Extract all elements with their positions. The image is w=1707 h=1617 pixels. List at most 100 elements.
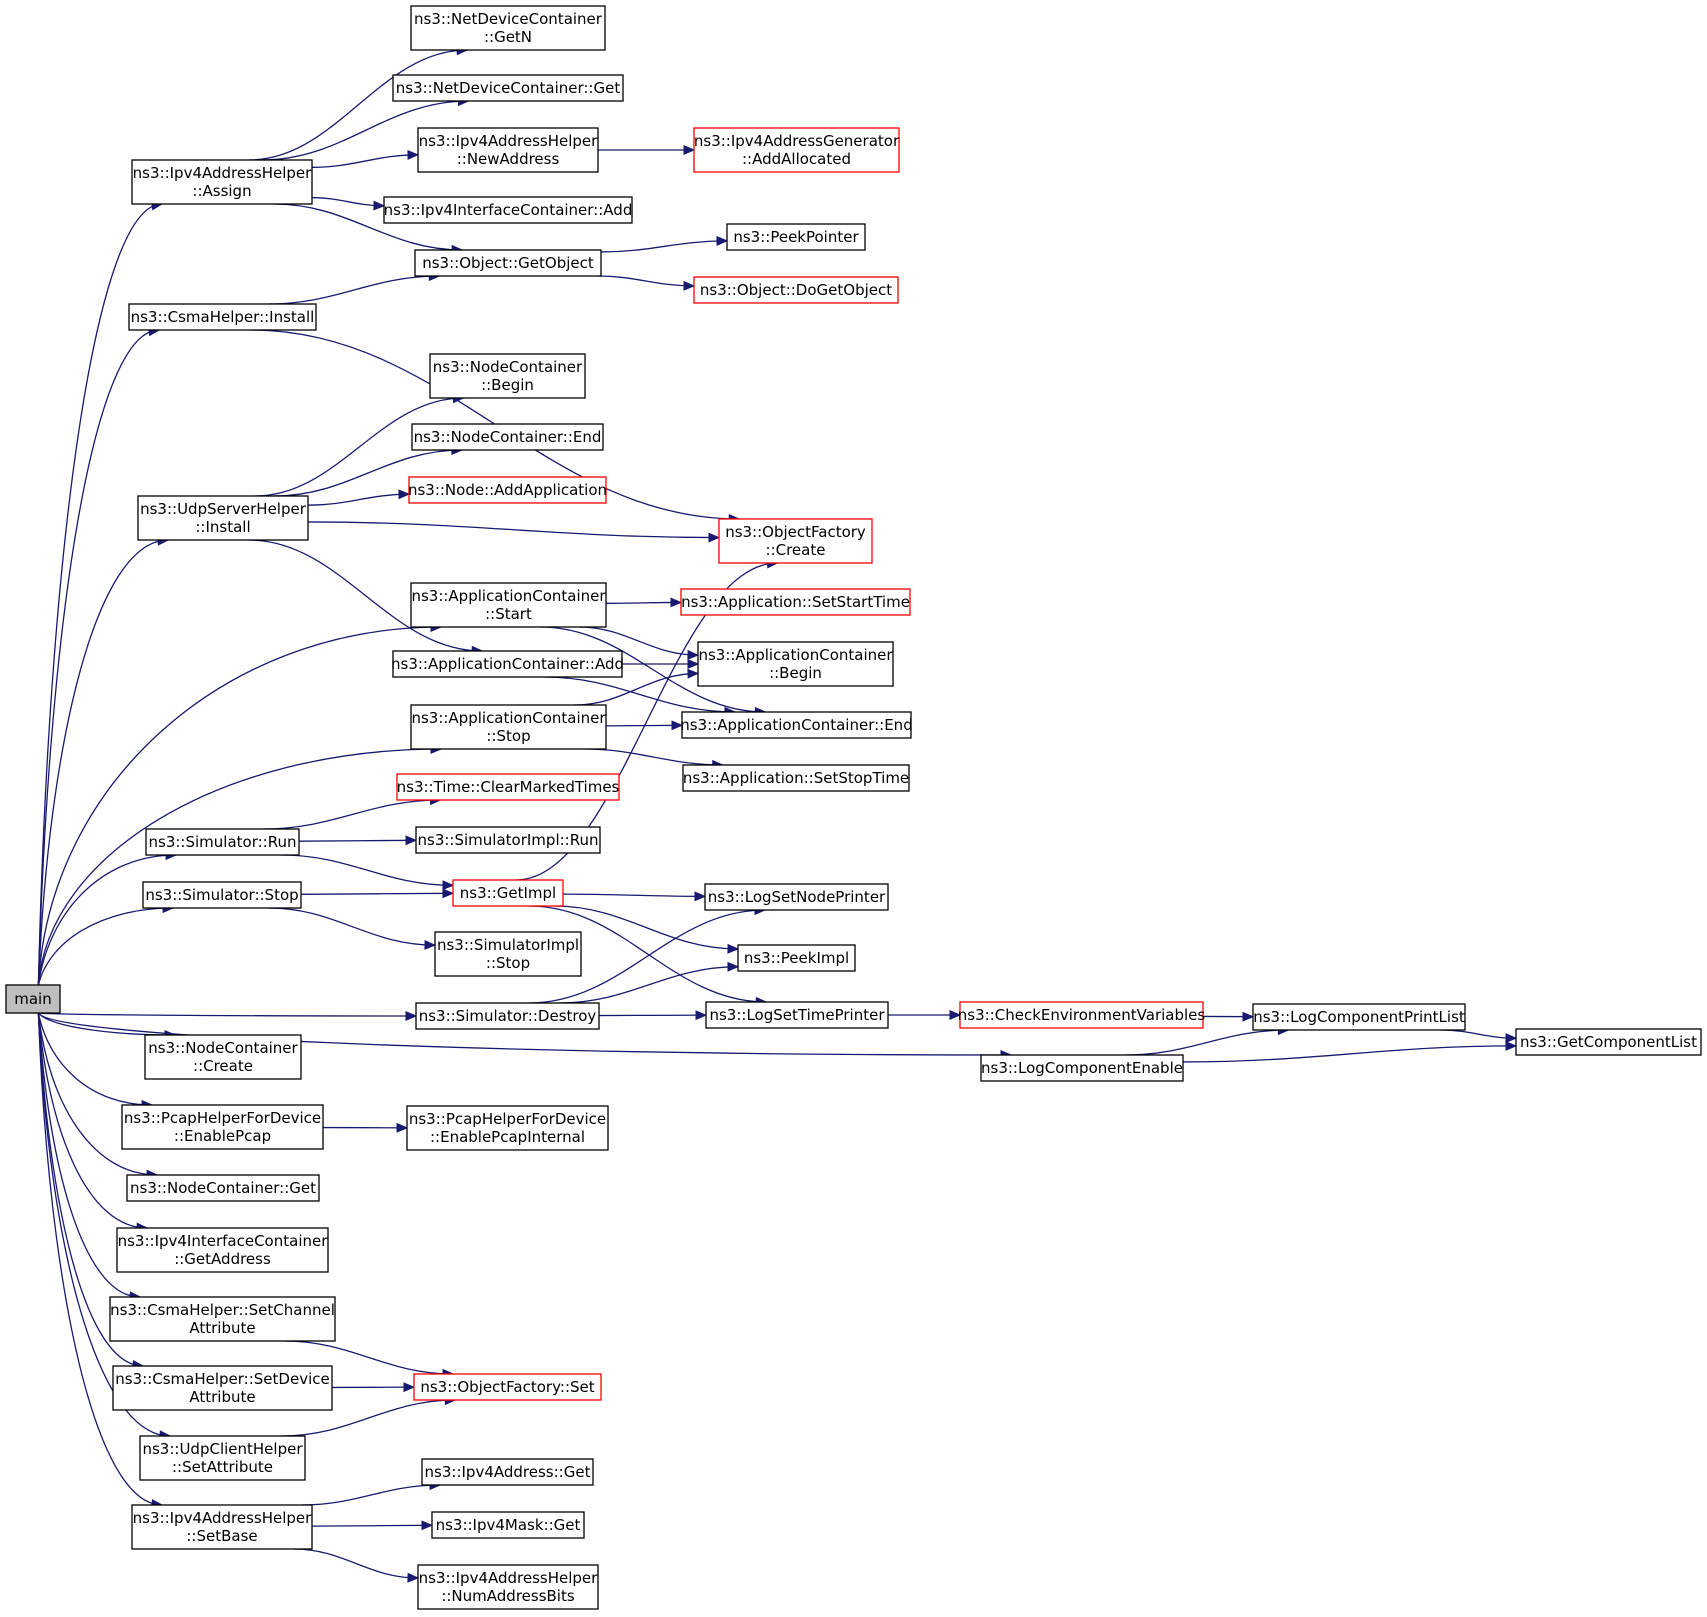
arrowhead-object_dogetobject bbox=[683, 280, 696, 291]
node-csmahelper_install[interactable]: ns3::CsmaHelper::Install bbox=[128, 303, 317, 331]
node-box bbox=[408, 476, 607, 504]
node-label: ns3::Object::DoGetObject bbox=[700, 281, 892, 299]
node-label: ns3::CsmaHelper::SetDevice bbox=[115, 1370, 329, 1388]
nodes-layer: main ns3::Ipv4AddressHelper::Assignns3::C… bbox=[5, 5, 1702, 1610]
node-simulatorimpl_run[interactable]: ns3::SimulatorImpl::Run bbox=[415, 826, 601, 854]
node-box bbox=[681, 711, 912, 739]
node-label: ::NumAddressBits bbox=[441, 1587, 575, 1605]
node-ipv4addrgenerator_addallocated[interactable]: ns3::Ipv4AddressGenerator::AddAllocated bbox=[693, 127, 900, 173]
node-ipv4address_get[interactable]: ns3::Ipv4Address::Get bbox=[421, 1458, 594, 1486]
node-box bbox=[109, 1296, 336, 1342]
node-application_setstarttime[interactable]: ns3::Application::SetStartTime bbox=[680, 588, 911, 616]
node-label: ns3::Ipv4InterfaceContainer bbox=[118, 1232, 329, 1250]
node-time_clearmarkedtimes[interactable]: ns3::Time::ClearMarkedTimes bbox=[396, 773, 620, 801]
node-netdevcontainer_getn[interactable]: ns3::NetDeviceContainer::GetN bbox=[410, 5, 606, 51]
node-label: ::Install bbox=[195, 518, 250, 536]
node-label: ns3::ApplicationContainer::Add bbox=[391, 655, 624, 673]
node-pcaphelper_enablepcap[interactable]: ns3::PcapHelperForDevice::EnablePcap bbox=[121, 1104, 324, 1150]
node-ipv4addrhelper_setbase[interactable]: ns3::Ipv4AddressHelper::SetBase bbox=[131, 1504, 313, 1550]
call-edge-main-to-pcaphelper_enablepcap bbox=[37, 1012, 153, 1106]
node-ipv4ifcontainer_getaddress[interactable]: ns3::Ipv4InterfaceContainer::GetAddress bbox=[116, 1227, 329, 1273]
node-getcomponentlist[interactable]: ns3::GetComponentList bbox=[1515, 1028, 1702, 1056]
node-appcontainer_begin[interactable]: ns3::ApplicationContainer::Begin bbox=[697, 641, 894, 687]
node-appcontainer_start[interactable]: ns3::ApplicationContainer::Start bbox=[410, 582, 607, 628]
node-box bbox=[434, 931, 582, 977]
node-label: ns3::NodeContainer::Get bbox=[130, 1179, 316, 1197]
node-label: ns3::Time::ClearMarkedTimes bbox=[397, 778, 620, 796]
node-label: ns3::Ipv4InterfaceContainer::Add bbox=[384, 201, 633, 219]
node-simulator_destroy[interactable]: ns3::Simulator::Destroy bbox=[415, 1002, 600, 1030]
node-label: ::GetN bbox=[484, 28, 532, 46]
node-appcontainer_add[interactable]: ns3::ApplicationContainer::Add bbox=[391, 650, 624, 678]
arrowhead-peekpointer bbox=[716, 236, 729, 246]
call-edge-getimpl-to-logsetnodeprinter bbox=[562, 893, 706, 898]
node-nodecontainer_end[interactable]: ns3::NodeContainer::End bbox=[411, 423, 604, 451]
node-logcomponentenable[interactable]: ns3::LogComponentEnable bbox=[980, 1054, 1184, 1082]
node-box bbox=[415, 1002, 600, 1030]
node-udpclienthelper_setattr[interactable]: ns3::UdpClientHelper::SetAttribute bbox=[139, 1435, 306, 1481]
node-node_addapplication[interactable]: ns3::Node::AddApplication bbox=[408, 476, 607, 504]
call-edge-main-to-appcontainer_stop bbox=[37, 748, 442, 986]
node-box bbox=[126, 1174, 320, 1202]
node-objectfactory_create[interactable]: ns3::ObjectFactory::Create bbox=[718, 518, 873, 564]
node-nodecontainer_get[interactable]: ns3::NodeContainer::Get bbox=[126, 1174, 320, 1202]
call-edge-simulator_stop-to-simulatorimpl_stop bbox=[268, 907, 436, 946]
node-box bbox=[414, 249, 602, 277]
node-application_setstoptime[interactable]: ns3::Application::SetStopTime bbox=[682, 764, 910, 792]
call-edge-csmahelper_setchannelattr-to-objectfactory_set bbox=[284, 1340, 454, 1375]
node-box bbox=[726, 223, 866, 251]
node-object_dogetobject[interactable]: ns3::Object::DoGetObject bbox=[693, 276, 899, 304]
node-label: ::AddAllocated bbox=[742, 150, 851, 168]
node-label: ::Begin bbox=[481, 376, 534, 394]
node-logsetnodeprinter[interactable]: ns3::LogSetNodePrinter bbox=[704, 883, 889, 911]
node-appcontainer_end[interactable]: ns3::ApplicationContainer::End bbox=[680, 711, 913, 739]
node-label: ns3::NetDeviceContainer bbox=[414, 10, 603, 28]
node-checkenvironmentvariables[interactable]: ns3::CheckEnvironmentVariables bbox=[958, 1001, 1206, 1029]
call-edge-simulator_destroy-to-peekimpl bbox=[559, 966, 739, 1004]
node-ipv4addrhelper_assign[interactable]: ns3::Ipv4AddressHelper::Assign bbox=[131, 159, 313, 205]
node-pcaphelper_enablepcapinternal[interactable]: ns3::PcapHelperForDevice::EnablePcapInte… bbox=[406, 1105, 609, 1151]
node-simulator_run[interactable]: ns3::Simulator::Run bbox=[145, 828, 300, 856]
call-edge-appcontainer_start-to-application_setstarttime bbox=[605, 601, 682, 604]
node-box bbox=[705, 1001, 889, 1029]
node-nodecontainer_create[interactable]: ns3::NodeContainer::Create bbox=[144, 1034, 302, 1080]
node-box bbox=[415, 826, 601, 854]
node-label: ns3::Ipv4Address::Get bbox=[425, 1463, 591, 1481]
node-ipv4mask_get[interactable]: ns3::Ipv4Mask::Get bbox=[431, 1511, 585, 1539]
node-peekpointer[interactable]: ns3::PeekPointer bbox=[726, 223, 866, 251]
node-label: ns3::LogSetNodePrinter bbox=[708, 888, 886, 906]
node-box bbox=[704, 883, 889, 911]
node-netdevcontainer_get[interactable]: ns3::NetDeviceContainer::Get bbox=[392, 74, 624, 102]
call-edge-udpserverhelper_install-to-nodecontainer_end bbox=[274, 449, 462, 497]
node-label: ns3::NodeContainer bbox=[148, 1039, 298, 1057]
node-objectfactory_set[interactable]: ns3::ObjectFactory::Set bbox=[413, 1373, 602, 1401]
node-logcomponentprintlist[interactable]: ns3::LogComponentPrintList bbox=[1252, 1003, 1466, 1031]
node-logsettimeprinter[interactable]: ns3::LogSetTimePrinter bbox=[705, 1001, 889, 1029]
node-label: ns3::NodeContainer::End bbox=[414, 428, 602, 446]
arrowhead-simulatorimpl_run bbox=[405, 835, 418, 846]
node-ipv4ifcontainer_add[interactable]: ns3::Ipv4InterfaceContainer::Add bbox=[383, 196, 633, 224]
node-simulator_stop[interactable]: ns3::Simulator::Stop bbox=[142, 881, 302, 909]
node-nodecontainer_begin[interactable]: ns3::NodeContainer::Begin bbox=[429, 353, 586, 399]
node-box bbox=[737, 944, 856, 972]
node-ipv4addrhelper_newaddress[interactable]: ns3::Ipv4AddressHelper::NewAddress bbox=[417, 127, 599, 173]
node-appcontainer_stop[interactable]: ns3::ApplicationContainer::Stop bbox=[410, 704, 607, 750]
arrowhead-ipv4ifcontainer_add bbox=[373, 200, 386, 211]
arrowhead-appcontainer_begin bbox=[687, 659, 700, 669]
node-object_getobject[interactable]: ns3::Object::GetObject bbox=[414, 249, 602, 277]
call-edge-main-to-simulator_stop bbox=[37, 907, 174, 986]
call-edge-simulator_run-to-simulatorimpl_run bbox=[298, 839, 417, 842]
node-simulatorimpl_stop[interactable]: ns3::SimulatorImpl::Stop bbox=[434, 931, 582, 977]
arrowhead-appcontainer_begin bbox=[687, 668, 700, 679]
call-edge-main-to-csmahelper_setdeviceattr bbox=[37, 1012, 144, 1367]
node-ipv4addrhelper_numaddressbits[interactable]: ns3::Ipv4AddressHelper::NumAddressBits bbox=[417, 1564, 599, 1610]
node-getimpl[interactable]: ns3::GetImpl bbox=[452, 879, 564, 907]
node-peekimpl[interactable]: ns3::PeekImpl bbox=[737, 944, 856, 972]
node-main[interactable]: main bbox=[5, 984, 61, 1014]
node-udpserverhelper_install[interactable]: ns3::UdpServerHelper::Install bbox=[137, 495, 309, 541]
call-edge-logcomponentenable-to-getcomponentlist bbox=[1182, 1045, 1517, 1063]
node-label: ns3::Simulator::Run bbox=[149, 833, 297, 851]
